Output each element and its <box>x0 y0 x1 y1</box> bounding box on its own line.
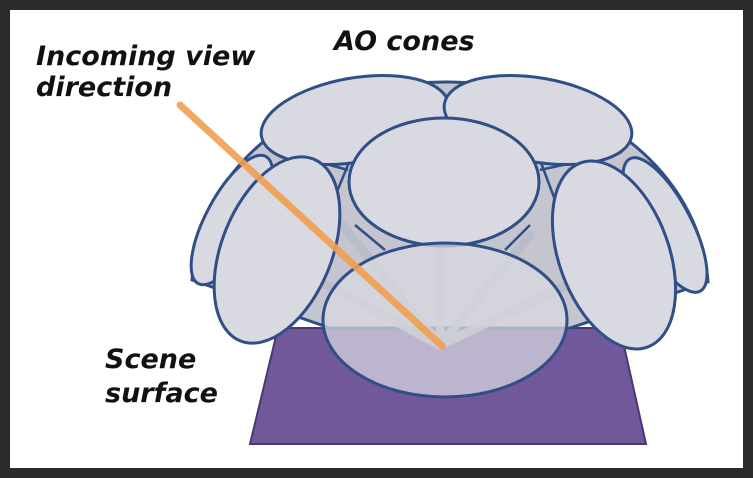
cone-left <box>212 155 342 345</box>
view-direction-label-line1: Incoming view <box>36 41 256 72</box>
cone-front <box>321 241 569 399</box>
view-direction-label: Incoming view direction <box>36 41 255 103</box>
view-direction-arrow <box>176 101 446 350</box>
view-direction-label-line2: direction <box>36 72 173 103</box>
cone-center-top <box>347 116 541 248</box>
scene-surface-label-line2: surface <box>105 378 218 409</box>
slide-canvas: Incoming view direction AO cones Scene s… <box>10 10 743 468</box>
cone-right <box>550 159 678 351</box>
ao-cones-label-text: AO cones <box>334 26 475 57</box>
dome-edge-3 <box>354 224 386 251</box>
scene-surface-label-line1: Scene <box>105 344 197 375</box>
ao-cones-diagram <box>176 73 710 445</box>
ao-cones <box>189 73 709 351</box>
ao-cones-label: AO cones <box>334 26 475 57</box>
dome-edge-4 <box>504 224 531 251</box>
scene-surface-label: Scene surface <box>105 343 218 411</box>
